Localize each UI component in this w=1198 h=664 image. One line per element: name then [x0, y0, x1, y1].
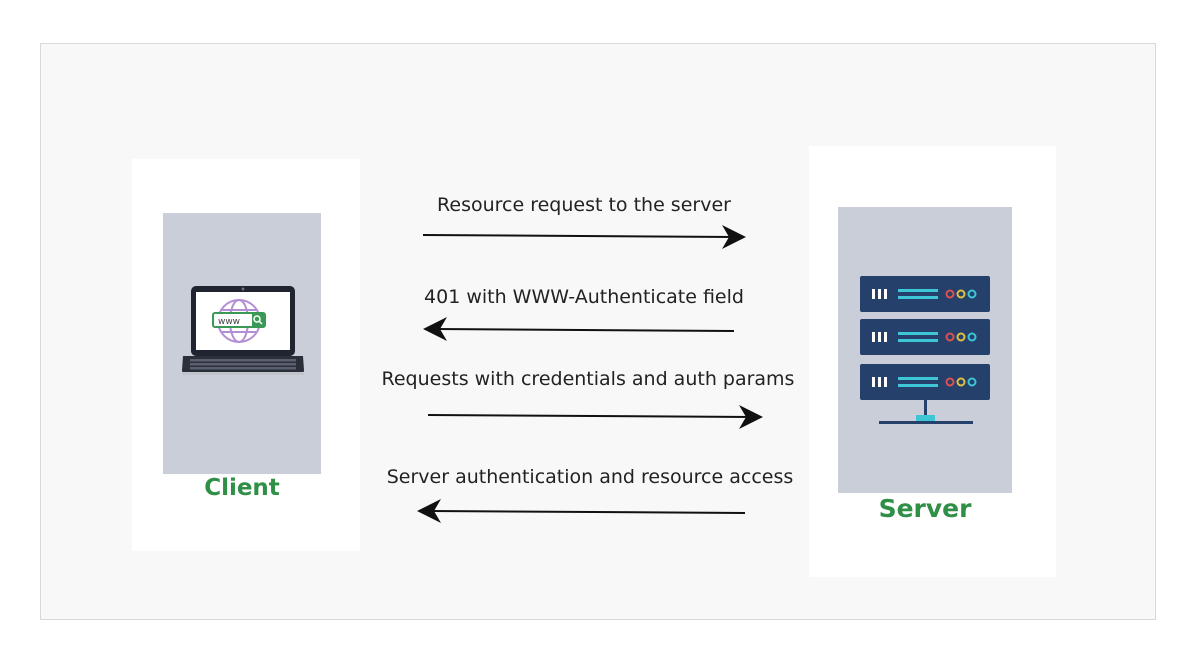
server-label: Server [878, 494, 972, 523]
client-label: Client [204, 475, 280, 501]
client-panel [163, 213, 321, 474]
message-4-label: Server authentication and resource acces… [386, 466, 794, 488]
message-1-label: Resource request to the server [437, 194, 731, 216]
message-2-label: 401 with WWW-Authenticate field [424, 286, 744, 308]
server-panel [838, 207, 1012, 493]
message-3-label: Requests with credentials and auth param… [381, 368, 795, 390]
